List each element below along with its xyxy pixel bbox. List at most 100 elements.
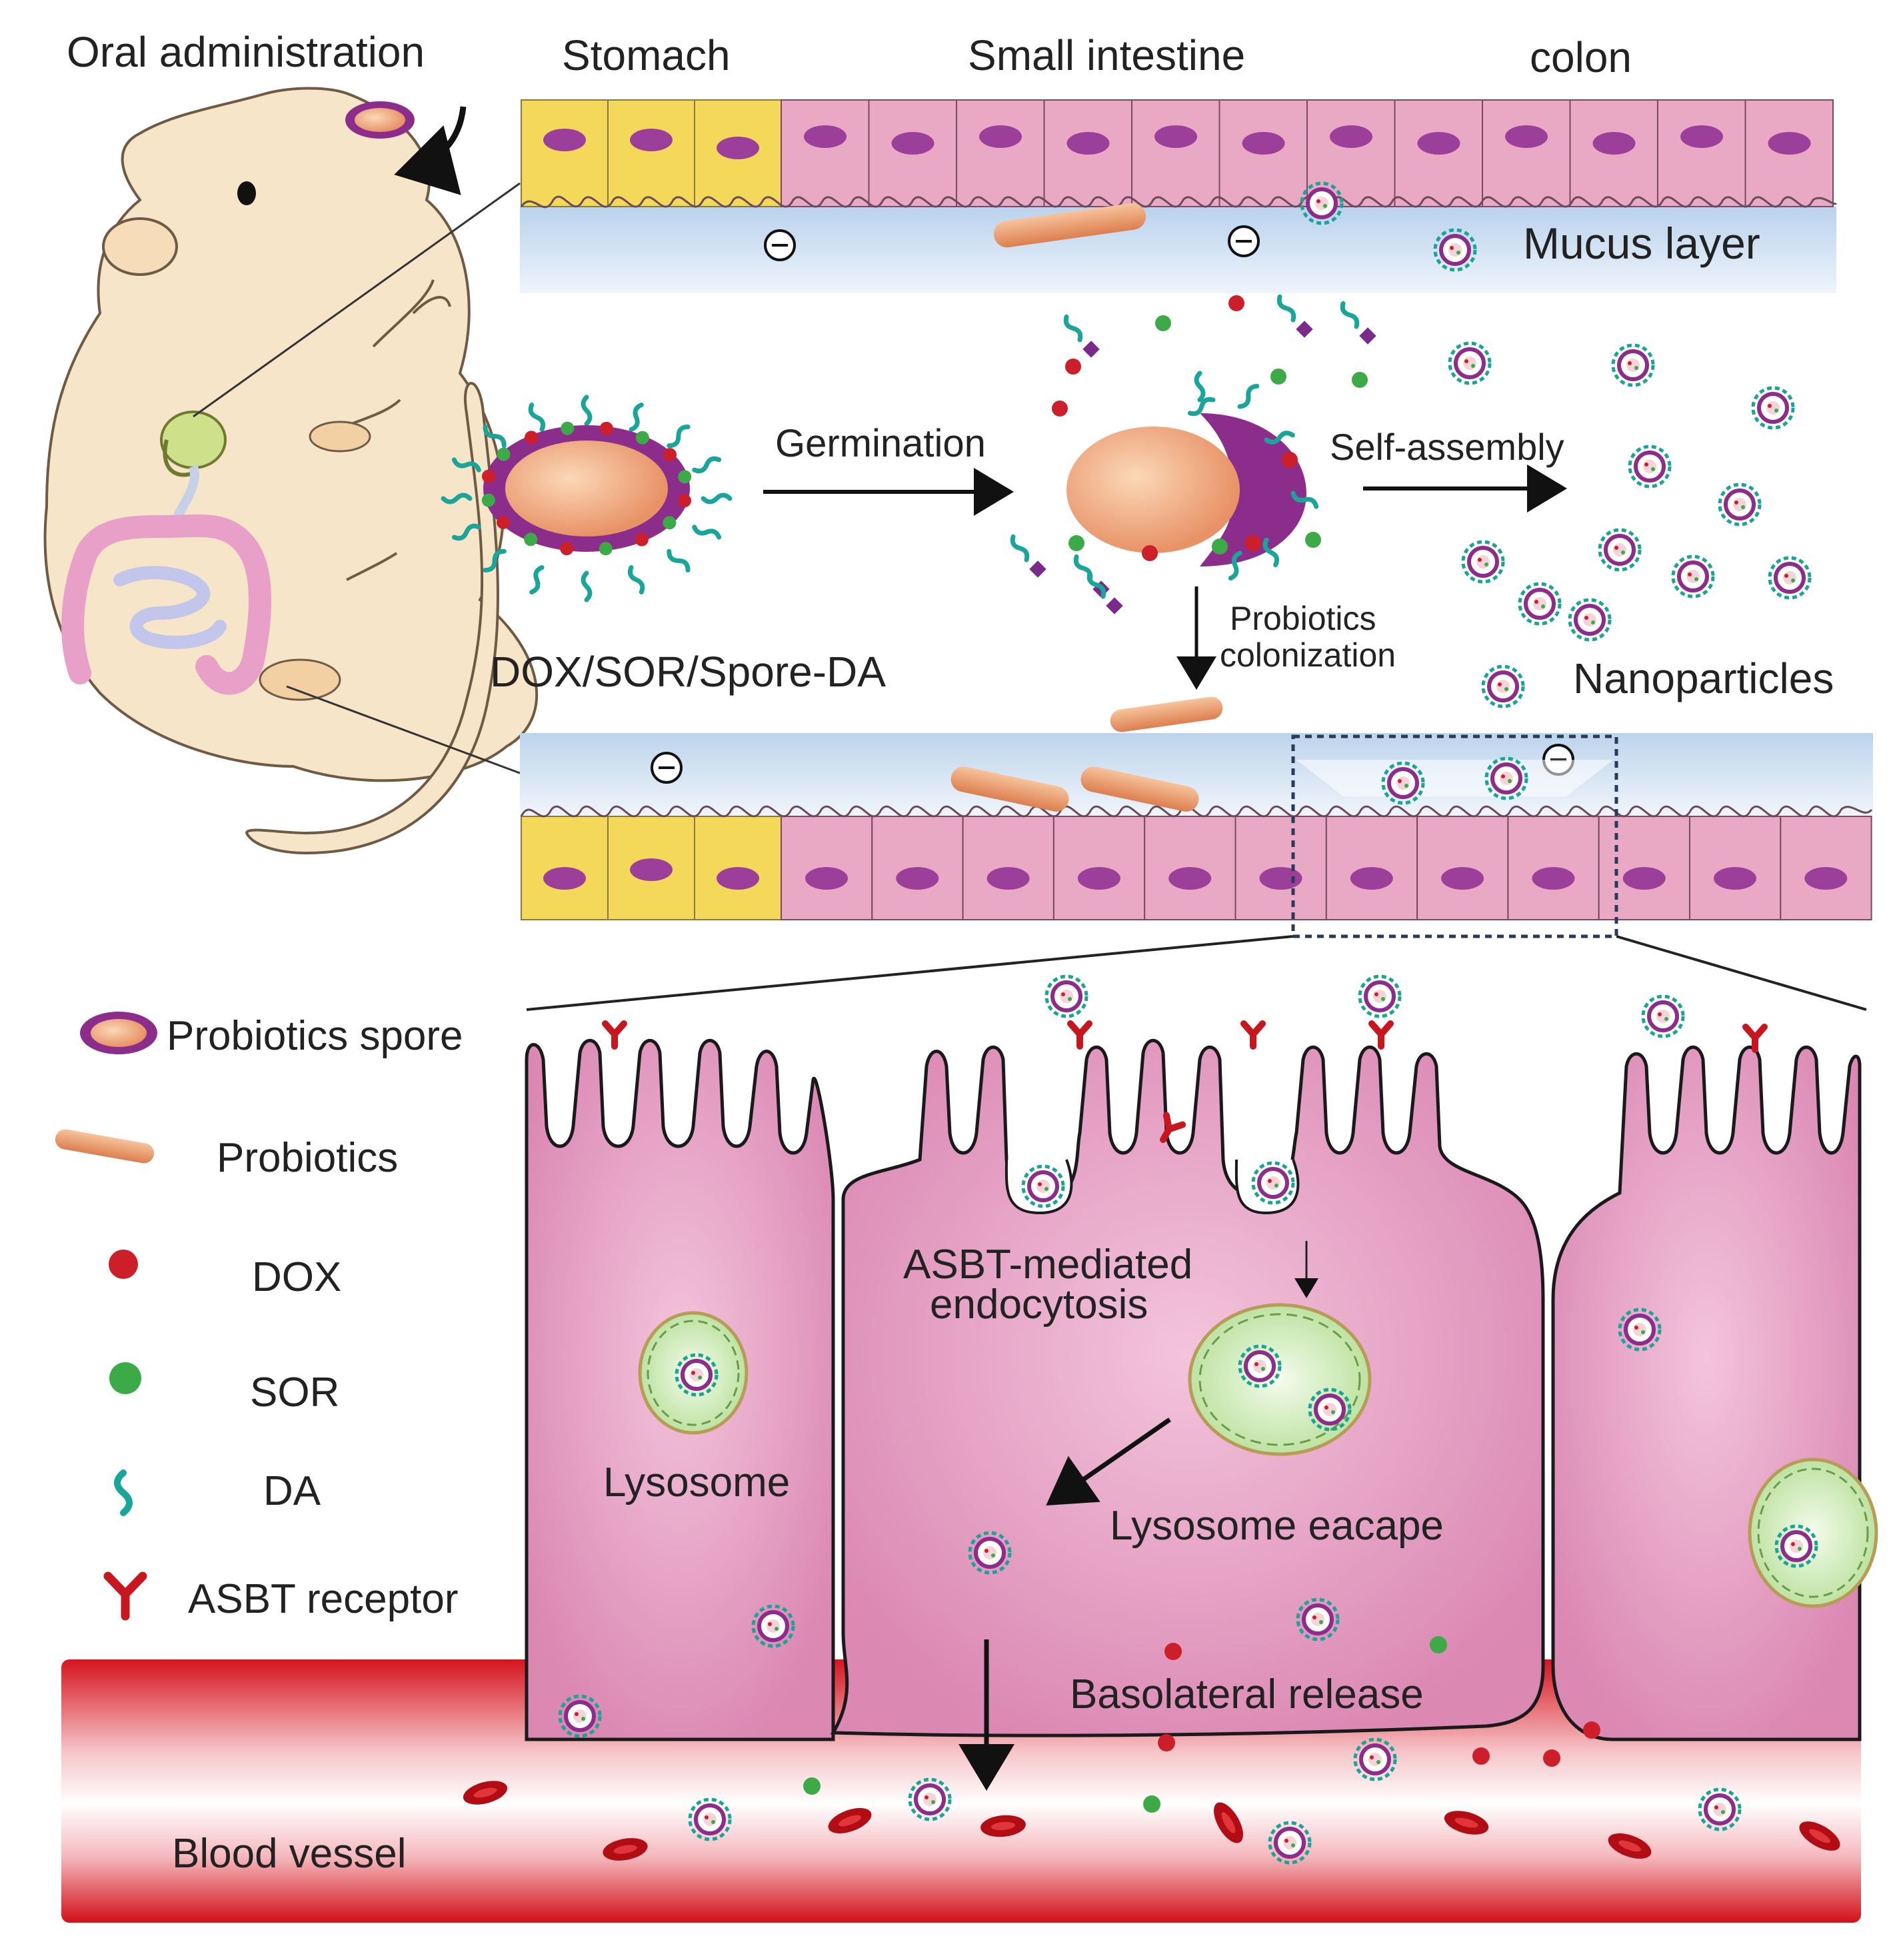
- enterocyte-right: [1551, 1045, 1862, 1741]
- second-microvilli-edge: [520, 805, 1873, 818]
- zoom-line-left: [526, 935, 1294, 1011]
- legend-label-da: DA: [263, 1468, 321, 1514]
- nucleus: [1532, 867, 1575, 890]
- legend-label-dox: DOX: [252, 1254, 341, 1300]
- legend-item-probiotics-spore: Probiotics spore: [80, 1012, 463, 1059]
- second-probiotic-rod-2: [1080, 766, 1199, 812]
- legend-item-da: DA: [114, 1468, 321, 1516]
- mouse-paw-1: [372, 279, 451, 348]
- nucleus: [1714, 867, 1756, 890]
- colonizing-probiotic-rod: [1110, 696, 1223, 732]
- nanoparticle: [1630, 447, 1670, 487]
- intestine-cell: [1657, 99, 1746, 207]
- nanoparticle: [1720, 485, 1760, 524]
- mouse-small-intestine: [113, 566, 227, 649]
- spore-formulation: [443, 397, 730, 600]
- enterocyte-middle: [830, 1038, 1545, 1737]
- nucleus: [986, 867, 1030, 890]
- nanoparticle: [1046, 976, 1086, 1016]
- dox-dot: [1142, 545, 1158, 561]
- drug-molecule: [1082, 341, 1100, 358]
- nucleus: [717, 867, 759, 890]
- dox-dot: [678, 494, 692, 508]
- da-chain: [667, 549, 690, 572]
- sor-dot: [1212, 538, 1228, 554]
- free-nanoparticles: [1450, 343, 1810, 706]
- nucleus: [543, 867, 586, 890]
- nanoparticle: [1570, 600, 1610, 640]
- lysosome-escape-arrow: [1046, 1418, 1171, 1505]
- label-asbt-mediated-line1: ASBT-mediated: [903, 1242, 1192, 1288]
- top-intestine-cells: [781, 99, 1834, 207]
- mouse-ear: [102, 217, 178, 276]
- lysosome-left: [638, 1311, 749, 1435]
- label-germination: Germination: [775, 422, 986, 465]
- nanoparticle: [1463, 542, 1503, 582]
- lysosome-right: [1748, 1458, 1878, 1608]
- nucleus: [630, 129, 673, 151]
- label-mucus-layer: Mucus layer: [1523, 219, 1760, 268]
- nucleus: [1066, 132, 1110, 155]
- legend-label-asbt-receptor: ASBT receptor: [188, 1576, 458, 1622]
- top-microvilli-edge: [520, 195, 1838, 209]
- nanoparticle: [1360, 976, 1400, 1016]
- mouse-eye: [237, 181, 256, 205]
- da-chain: [583, 397, 590, 424]
- second-probiotic-rod-1: [950, 766, 1069, 812]
- second-cell-nuclei: [543, 858, 1848, 890]
- dox-dot-icon: [109, 1250, 138, 1279]
- nucleus: [805, 867, 848, 890]
- legend-label-probiotics-spore: Probiotics spore: [167, 1013, 463, 1059]
- nucleus: [1417, 132, 1460, 155]
- zoom-line-intestine: [286, 685, 521, 774]
- dox-dot: [1583, 1721, 1600, 1739]
- second-negative-charge-1: [651, 752, 683, 784]
- sor-dot: [481, 493, 495, 507]
- second-tissue-strip: [520, 733, 1873, 938]
- top-mucus-layer: [520, 207, 1836, 293]
- da-chain: [1196, 373, 1203, 400]
- asbt-receptor: [1244, 1024, 1262, 1046]
- probiotics-rod-icon: [55, 1129, 155, 1164]
- da-chain: [583, 573, 590, 600]
- intestine-cell: [1131, 99, 1220, 207]
- dox-dot: [635, 532, 649, 546]
- zoom-line-right: [1616, 935, 1867, 1011]
- asbt-receptor: [1372, 1024, 1390, 1046]
- da-chain: [1277, 295, 1296, 322]
- nucleus: [891, 132, 935, 155]
- da-chain: [628, 566, 645, 594]
- mouse-paw-3: [346, 552, 398, 581]
- top-probiotic-rod: [993, 203, 1146, 248]
- zoom-region-box: [1291, 734, 1618, 938]
- lysosome-middle: [1188, 1303, 1372, 1456]
- label-probiotics-colonization-line1: Probiotics: [1230, 600, 1376, 637]
- sor-dot: [1143, 1795, 1160, 1813]
- mouse-tail: [245, 382, 499, 855]
- zoom-region-wedge: [1296, 760, 1613, 796]
- drug-molecule: [1106, 597, 1123, 614]
- legend-item-sor: SOR: [109, 1362, 339, 1416]
- top-negative-charge-2: [1228, 225, 1260, 257]
- mouse-illustration: [43, 87, 539, 855]
- dox-dot: [496, 515, 510, 529]
- label-stomach: Stomach: [562, 31, 731, 79]
- nucleus: [1259, 867, 1302, 890]
- nanoparticle: [1450, 343, 1490, 383]
- nucleus: [1680, 125, 1723, 148]
- nanoparticle: [1673, 556, 1713, 596]
- sor-dot: [1068, 535, 1084, 551]
- nucleus: [1242, 132, 1285, 155]
- intestine-cell: [781, 99, 870, 207]
- nucleus: [1168, 867, 1212, 890]
- intestine-cell: [956, 99, 1045, 207]
- nucleus: [543, 129, 586, 151]
- label-probiotics-colonization-line2: colonization: [1220, 636, 1396, 674]
- sor-dot: [635, 431, 649, 445]
- sor-dot: [1270, 369, 1286, 385]
- dox-dot: [525, 431, 539, 445]
- label-basolateral-release: Basolateral release: [1070, 1671, 1424, 1717]
- da-chain: [667, 425, 690, 448]
- probiotics-spore-icon: [80, 1012, 157, 1054]
- asbt-receptor-icon: [103, 1571, 147, 1621]
